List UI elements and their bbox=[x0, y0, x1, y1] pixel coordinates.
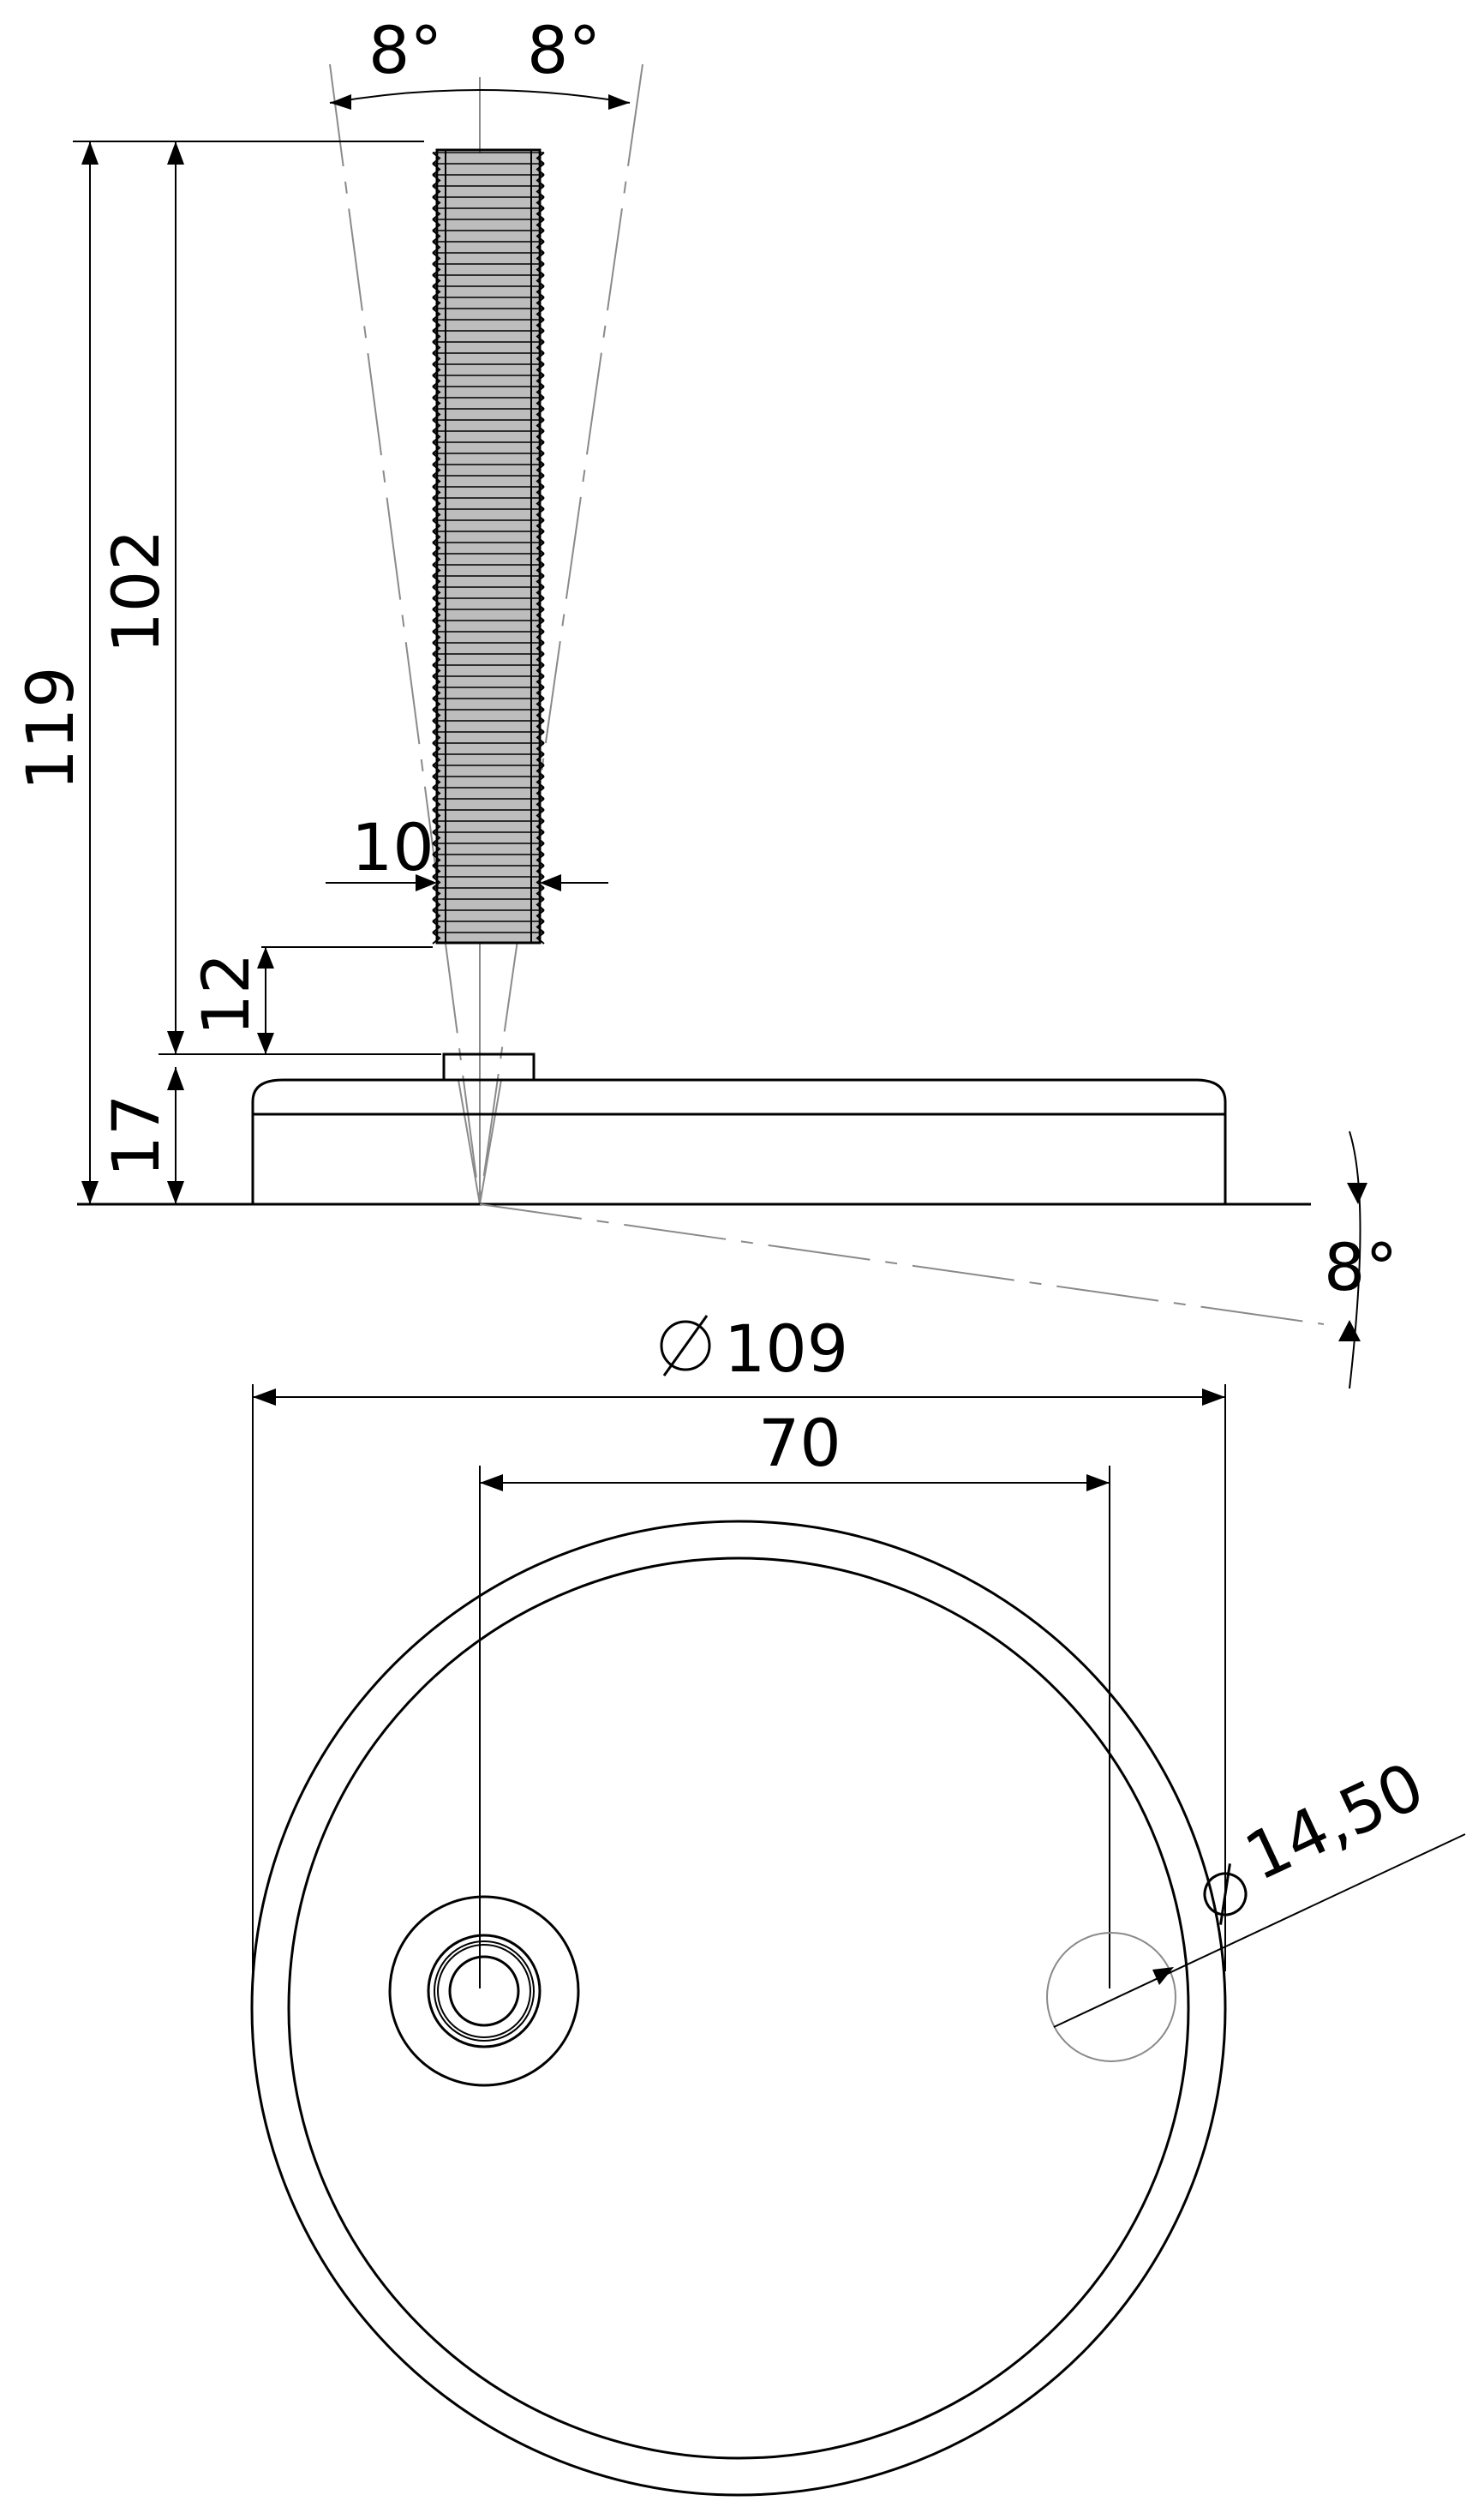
dim-hex-height bbox=[257, 946, 433, 1054]
base-diameter-label: 109 bbox=[724, 1310, 848, 1387]
height-total-label: 119 bbox=[12, 666, 88, 790]
thread-diameter-label: 10 bbox=[351, 809, 434, 885]
dim-hole-spacing bbox=[479, 1466, 1110, 1988]
mounting-hole bbox=[1046, 1932, 1176, 2062]
threaded-stud bbox=[432, 148, 545, 945]
dim-hole-diameter bbox=[1053, 1833, 1466, 2028]
dim-base-height bbox=[167, 1067, 184, 1204]
hex-height-label: 12 bbox=[188, 953, 264, 1036]
base-inner-edge bbox=[287, 1556, 1190, 2460]
hole-spacing-label: 70 bbox=[758, 1405, 841, 1481]
diameter-symbol-14-50 bbox=[1203, 1863, 1248, 1925]
stud-boss bbox=[388, 1895, 580, 2087]
base-outer-edge bbox=[250, 1520, 1227, 2497]
side-view: 8° 8° 119 102 10 12 17 8° bbox=[12, 12, 1397, 1389]
thread-teeth bbox=[432, 152, 545, 945]
dim-height-total bbox=[73, 141, 424, 1204]
base-pad-side bbox=[77, 1078, 1311, 1206]
thread-length-label: 102 bbox=[98, 529, 174, 653]
hole-diameter-label: 14,50 bbox=[1234, 1748, 1435, 1896]
hex-neck bbox=[442, 1053, 536, 1205]
base-height-label: 17 bbox=[98, 1095, 174, 1178]
dim-thread-diameter bbox=[326, 874, 608, 891]
dim-thread-length bbox=[159, 141, 441, 1055]
angle-left-label: 8° bbox=[368, 12, 442, 88]
thread-body bbox=[439, 153, 538, 943]
angle-right-label: 8° bbox=[527, 12, 601, 88]
dim-base-diameter bbox=[252, 1384, 1226, 1971]
top-view: 109 70 14,50 bbox=[250, 1310, 1466, 2497]
tilt-angle-label: 8° bbox=[1324, 1229, 1397, 1305]
diameter-symbol-109 bbox=[660, 1315, 711, 1376]
tilt-construction bbox=[479, 1131, 1367, 1389]
